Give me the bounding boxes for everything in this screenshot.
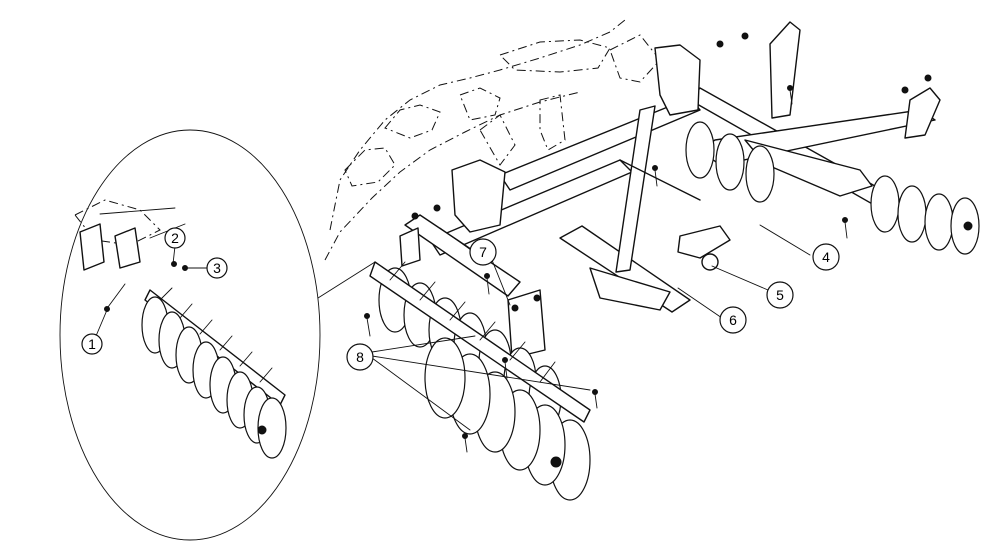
callout-7-label: 7 [479, 244, 487, 260]
callout-8: 8 [346, 343, 374, 371]
harrow-main-frame [399, 21, 941, 359]
callout-6-label: 6 [729, 312, 737, 328]
callout-4: 4 [812, 243, 840, 271]
callout-7: 7 [469, 238, 497, 266]
callout-5: 5 [766, 281, 794, 309]
callout-leaders [95, 224, 811, 431]
callout-3: 3 [206, 257, 228, 279]
callout-4-label: 4 [822, 249, 830, 265]
ghost-front-gang [324, 19, 661, 261]
callout-1-label: 1 [88, 336, 96, 352]
callout-2-label: 2 [171, 230, 179, 246]
rear-right-disc-gang [685, 121, 980, 255]
callout-1: 1 [81, 333, 103, 355]
callout-8-label: 8 [356, 349, 364, 365]
callout-2: 2 [164, 227, 186, 249]
detail-inset [59, 129, 376, 541]
callout-5-label: 5 [776, 287, 784, 303]
callout-6: 6 [719, 306, 747, 334]
callout-3-label: 3 [213, 260, 221, 276]
